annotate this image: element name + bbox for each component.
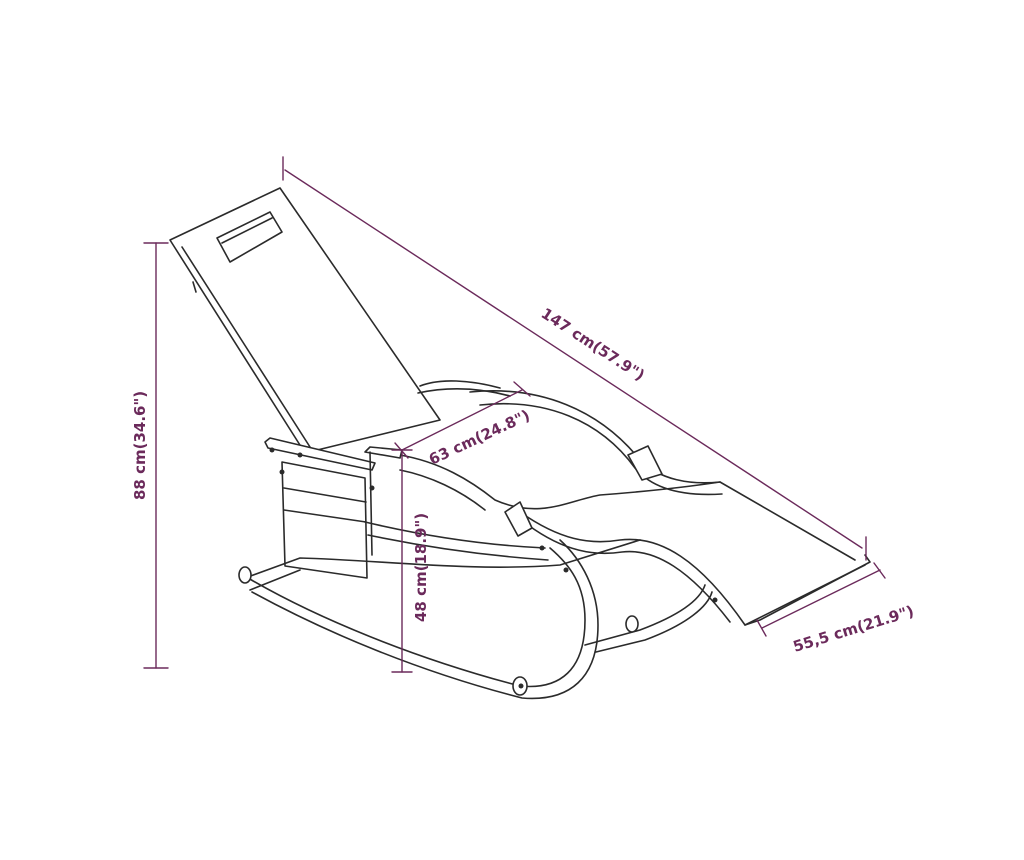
frame-upper-rail-back — [419, 380, 501, 389]
dimension-tick-depth-end — [873, 562, 886, 579]
dimension-tick-width-end — [513, 381, 531, 397]
rear-rocker-rail — [244, 539, 641, 579]
side-pocket-middle-band — [283, 509, 367, 523]
dimension-line-depth — [761, 569, 881, 629]
side-pocket-top-band — [283, 487, 367, 503]
headrest-pillow-edge — [221, 217, 273, 244]
dimension-label-width: 63 cm(24.8") — [426, 406, 533, 468]
armrest-right-post — [369, 451, 373, 556]
seat-sling-front-edge — [399, 454, 721, 510]
dimension-tick-depth-start — [756, 619, 767, 637]
rear-rocker-rail-inner — [249, 569, 301, 591]
rocking-lounger-drawing — [169, 187, 871, 700]
front-rocker-curve-inner — [251, 539, 599, 700]
rocker-base-rail — [584, 584, 706, 646]
seat-frame-back-rail-inner — [479, 402, 723, 496]
frame-upper-rail-front — [417, 387, 511, 397]
dimension-line-width — [401, 389, 523, 451]
rocker-foot-cap-left — [238, 566, 252, 584]
armrest-sleeve-back — [627, 445, 663, 481]
bolt-pocket-right — [369, 485, 375, 491]
bolt-pocket-side — [279, 469, 285, 475]
headrest-pillow — [216, 211, 283, 263]
armrest-sleeve-front — [504, 501, 533, 537]
bolt-front-rocker — [563, 567, 569, 573]
dimension-label-depth: 55,5 cm(21.9") — [791, 602, 916, 656]
bolt-armrest-pocket — [297, 452, 303, 458]
rocker-base-rail-inner — [595, 591, 713, 653]
seat-frame-back-rail — [469, 390, 856, 561]
front-rocker-curve — [247, 547, 586, 688]
under-frame-rail-inner — [367, 534, 549, 561]
backrest-frame-inner — [181, 246, 311, 448]
dimension-line-length — [284, 169, 863, 549]
seat-sling-lower-edge — [399, 469, 486, 511]
rocker-foot-cap-back — [625, 615, 639, 633]
seat-frame-front-rail-inner — [527, 524, 731, 623]
dimension-label-seat-height: 48 cm(18.9") — [412, 513, 430, 622]
bolt-rocker-foot — [518, 683, 524, 689]
bolt-armrest-left — [269, 447, 275, 453]
dimension-label-height: 88 cm(34.6") — [131, 391, 149, 500]
backrest-side-clip — [192, 281, 197, 293]
bolt-front-frame — [539, 545, 545, 551]
seat-frame-front-rail — [519, 511, 866, 626]
bolt-rocker-base — [712, 597, 718, 603]
under-frame-rail — [364, 521, 546, 549]
backrest-panel — [169, 187, 441, 454]
footrest-end — [744, 554, 871, 626]
armrest-left — [264, 437, 376, 471]
